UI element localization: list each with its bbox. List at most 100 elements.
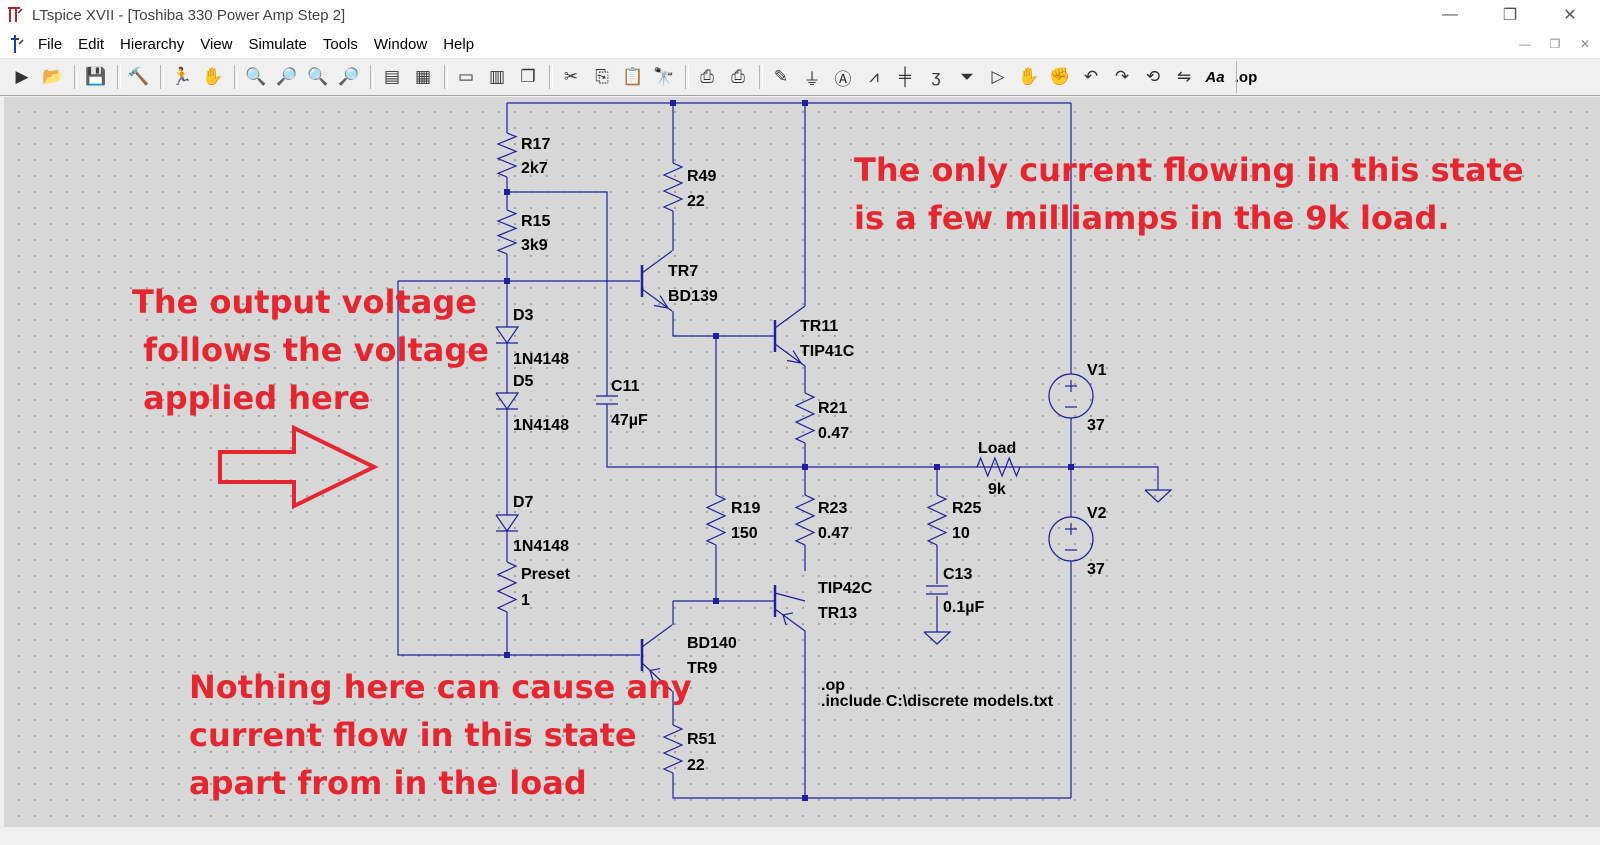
print-icon[interactable]: ⎙ <box>700 67 714 86</box>
voltage-source-v1[interactable] <box>1048 373 1094 419</box>
resistor-r17[interactable] <box>496 132 518 178</box>
spice-directive-op: .op <box>821 677 845 694</box>
resistor-load[interactable] <box>976 456 1021 478</box>
inductor-icon[interactable]: ʒ <box>931 67 941 86</box>
resistor-r19[interactable] <box>705 494 727 546</box>
mdi-restore-icon[interactable]: ❐ <box>1549 37 1561 51</box>
label-d5-ref: D5 <box>513 373 534 390</box>
close-icon[interactable]: ✕ <box>1563 7 1577 24</box>
zoom-out-icon[interactable]: 🔍 <box>307 67 329 86</box>
schematic-drawing[interactable]: R172k7R153k9R4922TR7BD139TR11TIP41CD31N4… <box>4 97 1600 827</box>
waveform-autorange-icon[interactable]: ▤ <box>383 67 401 86</box>
minimize-icon[interactable]: — <box>1442 6 1458 23</box>
menu-file[interactable]: File <box>38 35 63 53</box>
drag-icon[interactable]: ✊ <box>1049 67 1071 86</box>
menu-view[interactable]: View <box>200 35 233 53</box>
resistor-r25[interactable] <box>926 494 948 546</box>
resistor-r23[interactable] <box>794 494 816 546</box>
diode-d5[interactable] <box>495 392 520 411</box>
zoom-cancel-icon[interactable]: 🔎 <box>338 67 360 86</box>
diode-d5-body[interactable] <box>495 392 520 411</box>
resistor-r21[interactable] <box>794 392 816 444</box>
transistor-tr9-collector[interactable] <box>641 624 673 648</box>
transistor-tr11-collector[interactable] <box>774 305 806 329</box>
menu-tools[interactable]: Tools <box>322 35 358 53</box>
menu-edit[interactable]: Edit <box>78 35 105 53</box>
transistor-tr13[interactable] <box>773 585 806 632</box>
waveform-delete-icon[interactable]: ▦ <box>414 67 432 86</box>
run-icon[interactable]: ▶ <box>15 67 29 86</box>
copy-icon[interactable]: ⎘ <box>595 67 609 86</box>
cascade-icon[interactable]: ❐ <box>520 67 536 86</box>
wire-ground-ref[interactable] <box>1071 466 1159 490</box>
tile-vertical-icon[interactable]: ▥ <box>488 67 506 86</box>
transistor-tr7[interactable] <box>640 250 673 312</box>
transistor-tr9-emitter[interactable] <box>641 662 673 692</box>
menu-window[interactable]: Window <box>373 35 428 53</box>
wire-bottom-rail[interactable] <box>672 773 1071 799</box>
voltage-source-v2[interactable] <box>1048 516 1094 562</box>
resistor-r49[interactable] <box>662 162 684 212</box>
zoom-in-icon[interactable]: 🔍 <box>245 67 267 86</box>
cut-icon[interactable]: ✂ <box>563 67 579 86</box>
menu-help[interactable]: Help <box>443 35 475 53</box>
transistor-tr9-arrow[interactable] <box>649 667 661 681</box>
mdi-close-icon[interactable]: ✕ <box>1579 37 1591 51</box>
wire-tr7-emitter-tr11-base[interactable] <box>672 311 775 337</box>
rotate-icon[interactable]: ⟲ <box>1145 67 1161 86</box>
wire-output-node[interactable] <box>606 404 1071 468</box>
spice-directive-icon[interactable]: .op <box>1234 68 1258 86</box>
menu-hierarchy[interactable]: Hierarchy <box>120 35 185 53</box>
redo-icon[interactable]: ↷ <box>1114 67 1130 86</box>
halt-icon[interactable]: 🏃 <box>171 67 193 86</box>
transistor-tr7-arrow[interactable] <box>653 295 670 309</box>
document-icon[interactable] <box>4 31 30 57</box>
ground-icon[interactable]: ⏚ <box>803 69 821 89</box>
resistor-icon[interactable]: ⩘ <box>869 67 879 86</box>
move-icon[interactable]: ✋ <box>1018 67 1040 86</box>
ground-symbol[interactable] <box>923 631 952 645</box>
menu-simulate[interactable]: Simulate <box>248 35 307 53</box>
label-net-icon[interactable]: Ⓐ <box>834 69 852 89</box>
transistor-tr7-collector[interactable] <box>641 250 673 274</box>
text-icon[interactable]: Aa <box>1205 68 1225 86</box>
print-preview-icon[interactable]: ⎙ <box>731 67 745 86</box>
diode-icon[interactable]: ⏷ <box>960 67 974 86</box>
transistor-tr11-arrow[interactable] <box>786 350 803 364</box>
control-panel-icon[interactable]: 🔨 <box>128 67 150 86</box>
transistor-tr13-emitter[interactable] <box>774 608 806 632</box>
draw-wire-icon[interactable]: ✎ <box>773 67 789 86</box>
capacitor-c11[interactable] <box>596 395 618 405</box>
save-icon[interactable]: 💾 <box>85 67 107 86</box>
pan-icon[interactable]: ✋ <box>202 67 224 86</box>
undo-icon[interactable]: ↶ <box>1083 67 1099 86</box>
diode-d3[interactable] <box>495 326 520 345</box>
find-icon[interactable]: 🔭 <box>653 67 675 86</box>
resistor-r15[interactable] <box>496 209 518 255</box>
zoom-area-icon[interactable]: 🔎 <box>276 67 298 86</box>
diode-d7-body[interactable] <box>495 514 520 533</box>
resistor-preset[interactable] <box>496 561 518 613</box>
wire-r15-c11[interactable] <box>507 191 608 396</box>
diode-d3-body[interactable] <box>495 326 520 345</box>
ltspice-app-icon[interactable] <box>4 4 26 26</box>
transistor-tr11[interactable] <box>773 305 806 367</box>
resistor-r51[interactable] <box>662 724 684 774</box>
capacitor-c13[interactable] <box>926 585 948 595</box>
capacitor-icon[interactable]: ╪ <box>898 67 912 86</box>
mirror-icon[interactable]: ⇋ <box>1176 67 1192 86</box>
restore-icon[interactable]: ❐ <box>1502 7 1518 24</box>
open-icon[interactable]: 📂 <box>42 67 64 86</box>
transistor-tr13-collector[interactable] <box>774 592 806 602</box>
paste-icon[interactable]: 📋 <box>622 67 644 86</box>
diode-d7[interactable] <box>495 514 520 533</box>
tile-horizontal-icon[interactable]: ▭ <box>457 67 475 86</box>
wire-feedback-left[interactable] <box>397 281 640 656</box>
transistor-tr9[interactable] <box>640 624 673 692</box>
ground-symbol[interactable] <box>1144 489 1173 503</box>
mdi-minimize-icon[interactable]: — <box>1519 37 1531 51</box>
annotation-line: apart from in the load <box>189 764 587 802</box>
transistor-tr13-arrow[interactable] <box>782 612 794 626</box>
component-icon[interactable]: ▷ <box>991 67 1005 86</box>
